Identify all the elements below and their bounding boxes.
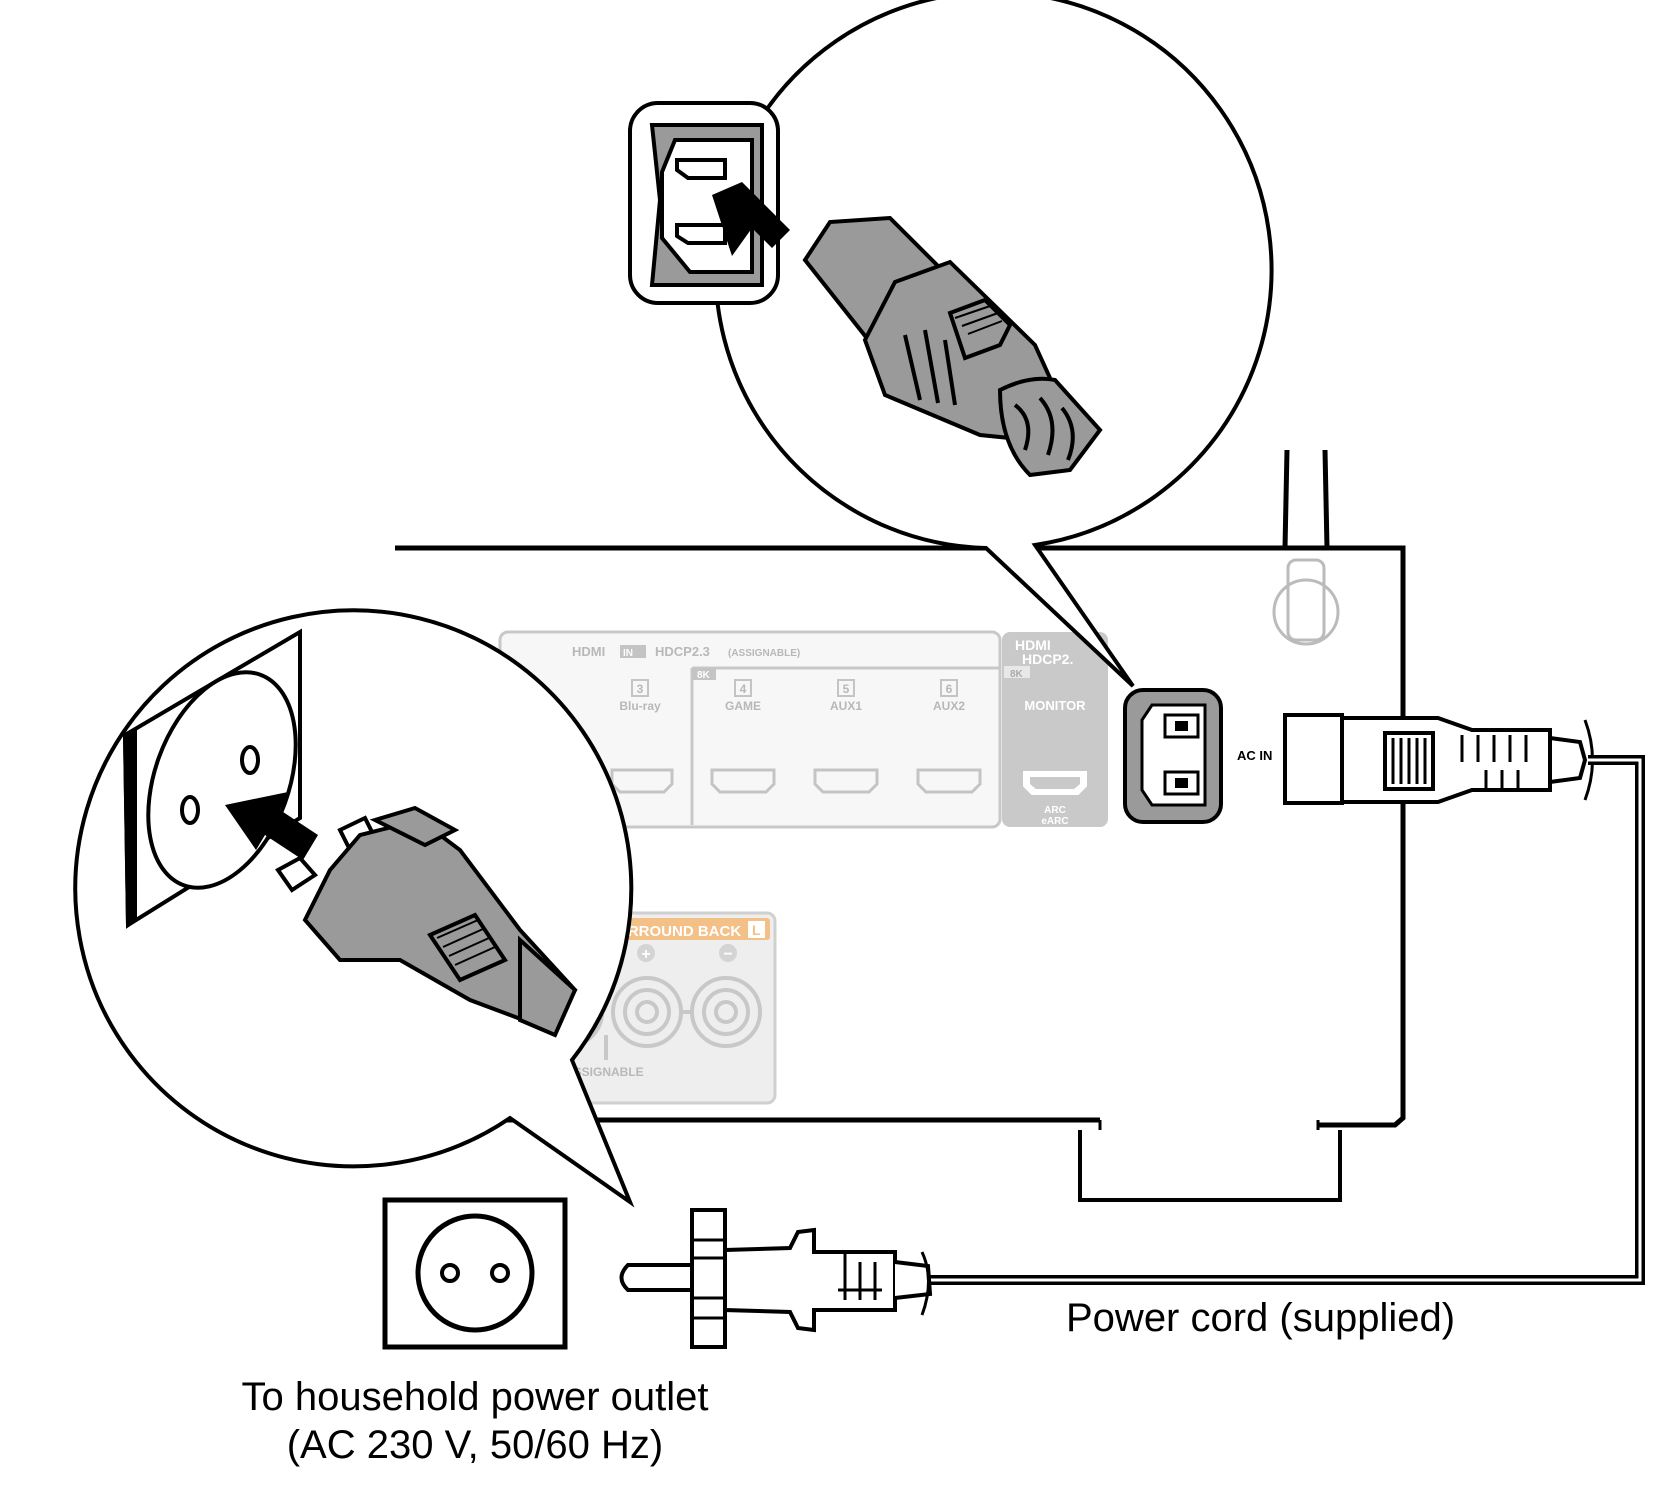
port-4-name: GAME — [725, 699, 761, 713]
port-6-number: 6 — [946, 682, 953, 696]
callout-inlet-closeup — [628, 0, 1274, 688]
wall-outlet — [382, 1197, 568, 1350]
port-6-name: AUX2 — [933, 699, 965, 713]
insert-arrow-icon — [712, 182, 790, 256]
euro-plug — [619, 1208, 933, 1349]
ac-in-inlet: AC IN — [1123, 688, 1272, 824]
outlet-caption-line2: (AC 230 V, 50/60 Hz) — [286, 1423, 664, 1467]
arc-label: ARC — [1044, 805, 1066, 816]
hdmi-out-title: HDMI — [1015, 637, 1051, 653]
tag-8k-inputs: 8K — [697, 670, 711, 681]
outlet-closeup-plug — [275, 805, 578, 1038]
port-3-number: 3 — [637, 682, 644, 696]
monitor-label: MONITOR — [1024, 698, 1086, 713]
port-5-name: AUX1 — [830, 699, 862, 713]
speaker-assignable: ASSIGNABLE — [565, 1065, 644, 1079]
hdmi-in-title: HDMI — [572, 644, 605, 659]
minus-sign: − — [723, 946, 732, 963]
insert-arrow-icon — [225, 792, 318, 860]
hdmi-in-badge: IN — [623, 648, 633, 659]
surround-back-l: L — [752, 922, 761, 938]
outlet-closeup-plate — [122, 628, 302, 929]
port-5-number: 5 — [843, 682, 850, 696]
port-4-number: 4 — [740, 682, 747, 696]
outlet-caption-line1: To household power outlet — [241, 1375, 709, 1419]
hdmi-monitor-out: HDMI HDCP2. 8K MONITOR ARC eARC — [1002, 632, 1108, 827]
iec-plug — [1283, 713, 1594, 805]
outlet-caption: To household power outlet (AC 230 V, 50/… — [205, 1373, 745, 1469]
hdmi-port-6: 6 AUX2 — [916, 679, 982, 794]
hdmi-in-assignable: (ASSIGNABLE) — [728, 648, 800, 659]
power-cord-caption: Power cord (supplied) — [1066, 1296, 1456, 1340]
earc-label: eARC — [1041, 816, 1068, 827]
hdmi-out-hdcp: HDCP2. — [1022, 651, 1073, 667]
hdmi-port-4: 4 GAME — [710, 679, 776, 794]
surround-back-label: URROUND BACK — [617, 923, 741, 940]
inlet-closeup-plug — [802, 215, 1103, 478]
port-3-name: Blu-ray — [619, 699, 661, 713]
plus-sign: + — [641, 946, 650, 963]
hdmi-input-panel: HDMI IN HDCP2.3 (ASSIGNABLE) 8K 3 Blu-ra… — [498, 630, 1002, 829]
ac-in-label: AC IN — [1237, 748, 1272, 763]
hdmi-port-5: 5 AUX1 — [813, 679, 879, 794]
hdmi-in-hdcp: HDCP2.3 — [655, 644, 710, 659]
callout-outlet-closeup — [73, 608, 635, 1208]
tag-8k-monitor: 8K — [1010, 669, 1024, 680]
antenna-post — [1272, 449, 1340, 646]
